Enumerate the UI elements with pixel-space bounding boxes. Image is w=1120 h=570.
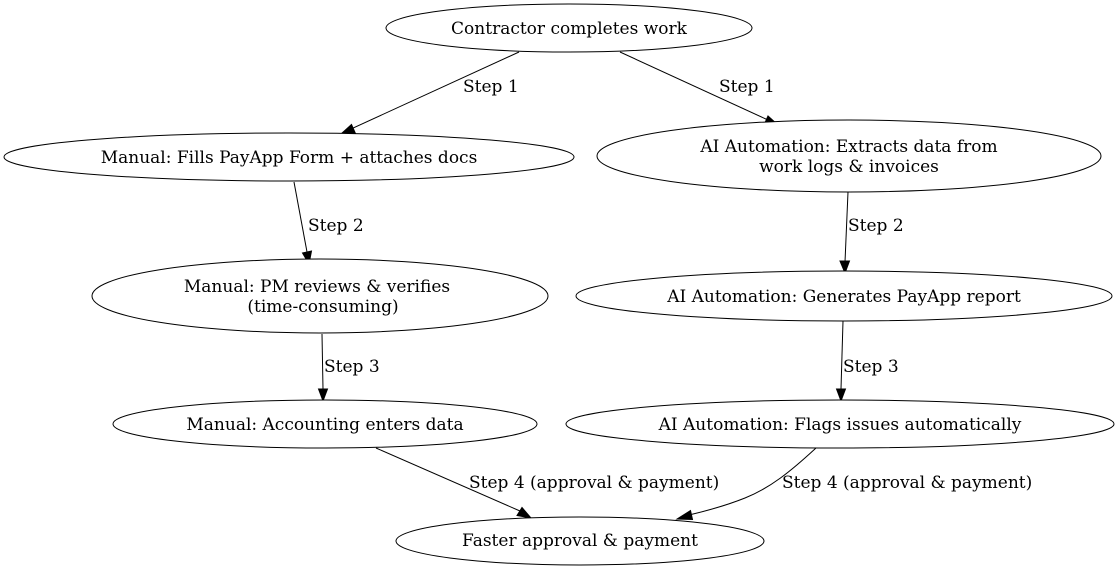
svg-text:Manual: Accounting enters data: Manual: Accounting enters data bbox=[186, 415, 463, 435]
node-faster-approval-payment: Faster approval & payment bbox=[395, 516, 765, 566]
edge-label-step4-manual: Step 4 (approval & payment) bbox=[469, 473, 719, 493]
edge-label-step1-manual: Step 1 bbox=[463, 77, 519, 97]
edge-label-step3-manual: Step 3 bbox=[324, 357, 380, 377]
edge-label-step4-ai: Step 4 (approval & payment) bbox=[782, 473, 1032, 493]
svg-text:AI Automation: Flags issues au: AI Automation: Flags issues automaticall… bbox=[658, 415, 1022, 435]
edge-ai-generate-to-flags bbox=[835, 320, 847, 403]
node-manual-accounting-enters-data: Manual: Accounting enters data bbox=[112, 399, 538, 449]
edge-label-step3-ai: Step 3 bbox=[843, 357, 899, 377]
svg-text:work logs & invoices: work logs & invoices bbox=[759, 157, 939, 177]
node-manual-pm-reviews: Manual: PM reviews & verifies (time-cons… bbox=[91, 258, 549, 334]
node-manual-fills-payapp-form: Manual: Fills PayApp Form + attaches doc… bbox=[3, 132, 575, 182]
svg-text:AI Automation: Generates PayAp: AI Automation: Generates PayApp report bbox=[666, 287, 1021, 307]
edge-label-step1-ai: Step 1 bbox=[719, 77, 775, 97]
edge-manual-review-to-accounting bbox=[317, 333, 329, 403]
edge-manual-accounting-to-end bbox=[375, 447, 533, 519]
edge-ai-flags-to-end bbox=[675, 447, 817, 521]
edge-label-step2-manual: Step 2 bbox=[308, 216, 364, 236]
svg-text:Faster approval & payment: Faster approval & payment bbox=[462, 531, 698, 551]
svg-text:Manual: Fills PayApp Form + at: Manual: Fills PayApp Form + attaches doc… bbox=[101, 148, 478, 168]
node-ai-generates-payapp-report: AI Automation: Generates PayApp report bbox=[575, 270, 1113, 322]
node-contractor-completes-work: Contractor completes work bbox=[385, 3, 753, 53]
edge-label-step2-ai: Step 2 bbox=[848, 216, 904, 236]
svg-text:Manual: PM reviews & verifies: Manual: PM reviews & verifies bbox=[184, 277, 450, 297]
node-ai-flags-issues: AI Automation: Flags issues automaticall… bbox=[565, 399, 1115, 449]
node-ai-extracts-data: AI Automation: Extracts data from work l… bbox=[596, 119, 1102, 193]
svg-text:Contractor completes work: Contractor completes work bbox=[451, 19, 688, 39]
edge-ai-extract-to-generate bbox=[839, 191, 851, 275]
svg-text:(time-consuming): (time-consuming) bbox=[247, 297, 398, 317]
svg-text:AI Automation: Extracts data f: AI Automation: Extracts data from bbox=[699, 137, 997, 157]
